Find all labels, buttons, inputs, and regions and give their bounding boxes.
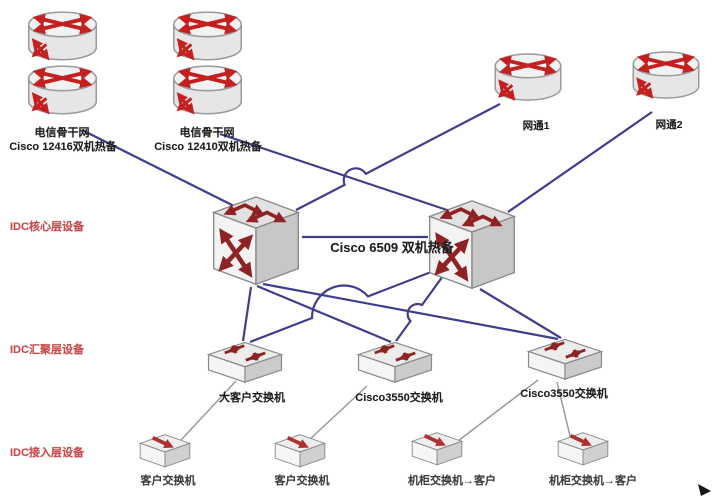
access2-label: 客户交换机	[274, 475, 330, 487]
router-icon-wangtong2	[633, 52, 698, 98]
link-agg1-access1	[180, 380, 237, 441]
access-switch-icon-3	[412, 433, 462, 465]
router-icon-wangtong1	[495, 54, 560, 100]
agg2-label: Cisco3550交换机	[355, 392, 443, 404]
link-core2-agg1	[249, 265, 445, 344]
link-core1-agg1	[241, 286, 253, 342]
link-backbone2-core2	[219, 132, 451, 213]
router-icon-backbone1-top	[29, 12, 97, 60]
link-core1-agg2	[256, 284, 392, 344]
link-core2-agg2	[395, 268, 449, 342]
router-icon-backbone1-bottom	[29, 66, 97, 114]
backbone2-label-line2: Cisco 12410双机热备	[154, 141, 262, 153]
multilayer-switch-icon-core1	[214, 197, 299, 284]
link-wangtong1-core1	[295, 103, 501, 211]
access3-label: 机柜交换机→客户	[408, 475, 496, 487]
link-agg3-access3	[457, 379, 539, 442]
workgroup-switch-icon-agg3	[529, 339, 602, 379]
agg3-label: Cisco3550交换机	[520, 388, 608, 400]
access-switch-icon-4	[558, 433, 608, 465]
workgroup-switch-icon-agg2	[359, 342, 432, 382]
access-switch-icon-2	[275, 435, 325, 467]
access1-label: 客户交换机	[140, 475, 196, 487]
wangtong1-label: 网通1	[522, 120, 550, 132]
workgroup-switch-icon-agg1	[209, 342, 282, 382]
link-agg3-access4	[556, 381, 572, 441]
link-wangtong2-core2	[507, 111, 653, 213]
layer-label-aggregation: IDC汇聚层设备	[10, 344, 84, 356]
core-pair-label: Cisco 6509 双机热备	[330, 240, 454, 255]
backbone1-label-line2: Cisco 12416双机热备	[9, 141, 117, 153]
link-core2-agg3	[479, 288, 562, 339]
wangtong2-label: 网通2	[655, 119, 683, 131]
layer-label-access: IDC接入层设备	[10, 447, 84, 459]
backbone2-label-line1: 电信骨干网	[179, 127, 235, 139]
backbone1-label-line1: 电信骨干网	[34, 127, 90, 139]
layer-label-core: IDC核心层设备	[10, 221, 84, 233]
link-backbone1-core1	[81, 129, 251, 215]
link-agg2-access2	[307, 385, 368, 442]
cursor-artifact	[698, 484, 711, 496]
agg1-label: 大客户交换机	[219, 392, 285, 404]
link-core1-agg3	[262, 282, 559, 341]
router-icon-backbone2-top	[174, 12, 242, 60]
router-icon-backbone2-bottom	[174, 66, 242, 114]
access4-label: 机柜交换机→客户	[549, 475, 637, 487]
